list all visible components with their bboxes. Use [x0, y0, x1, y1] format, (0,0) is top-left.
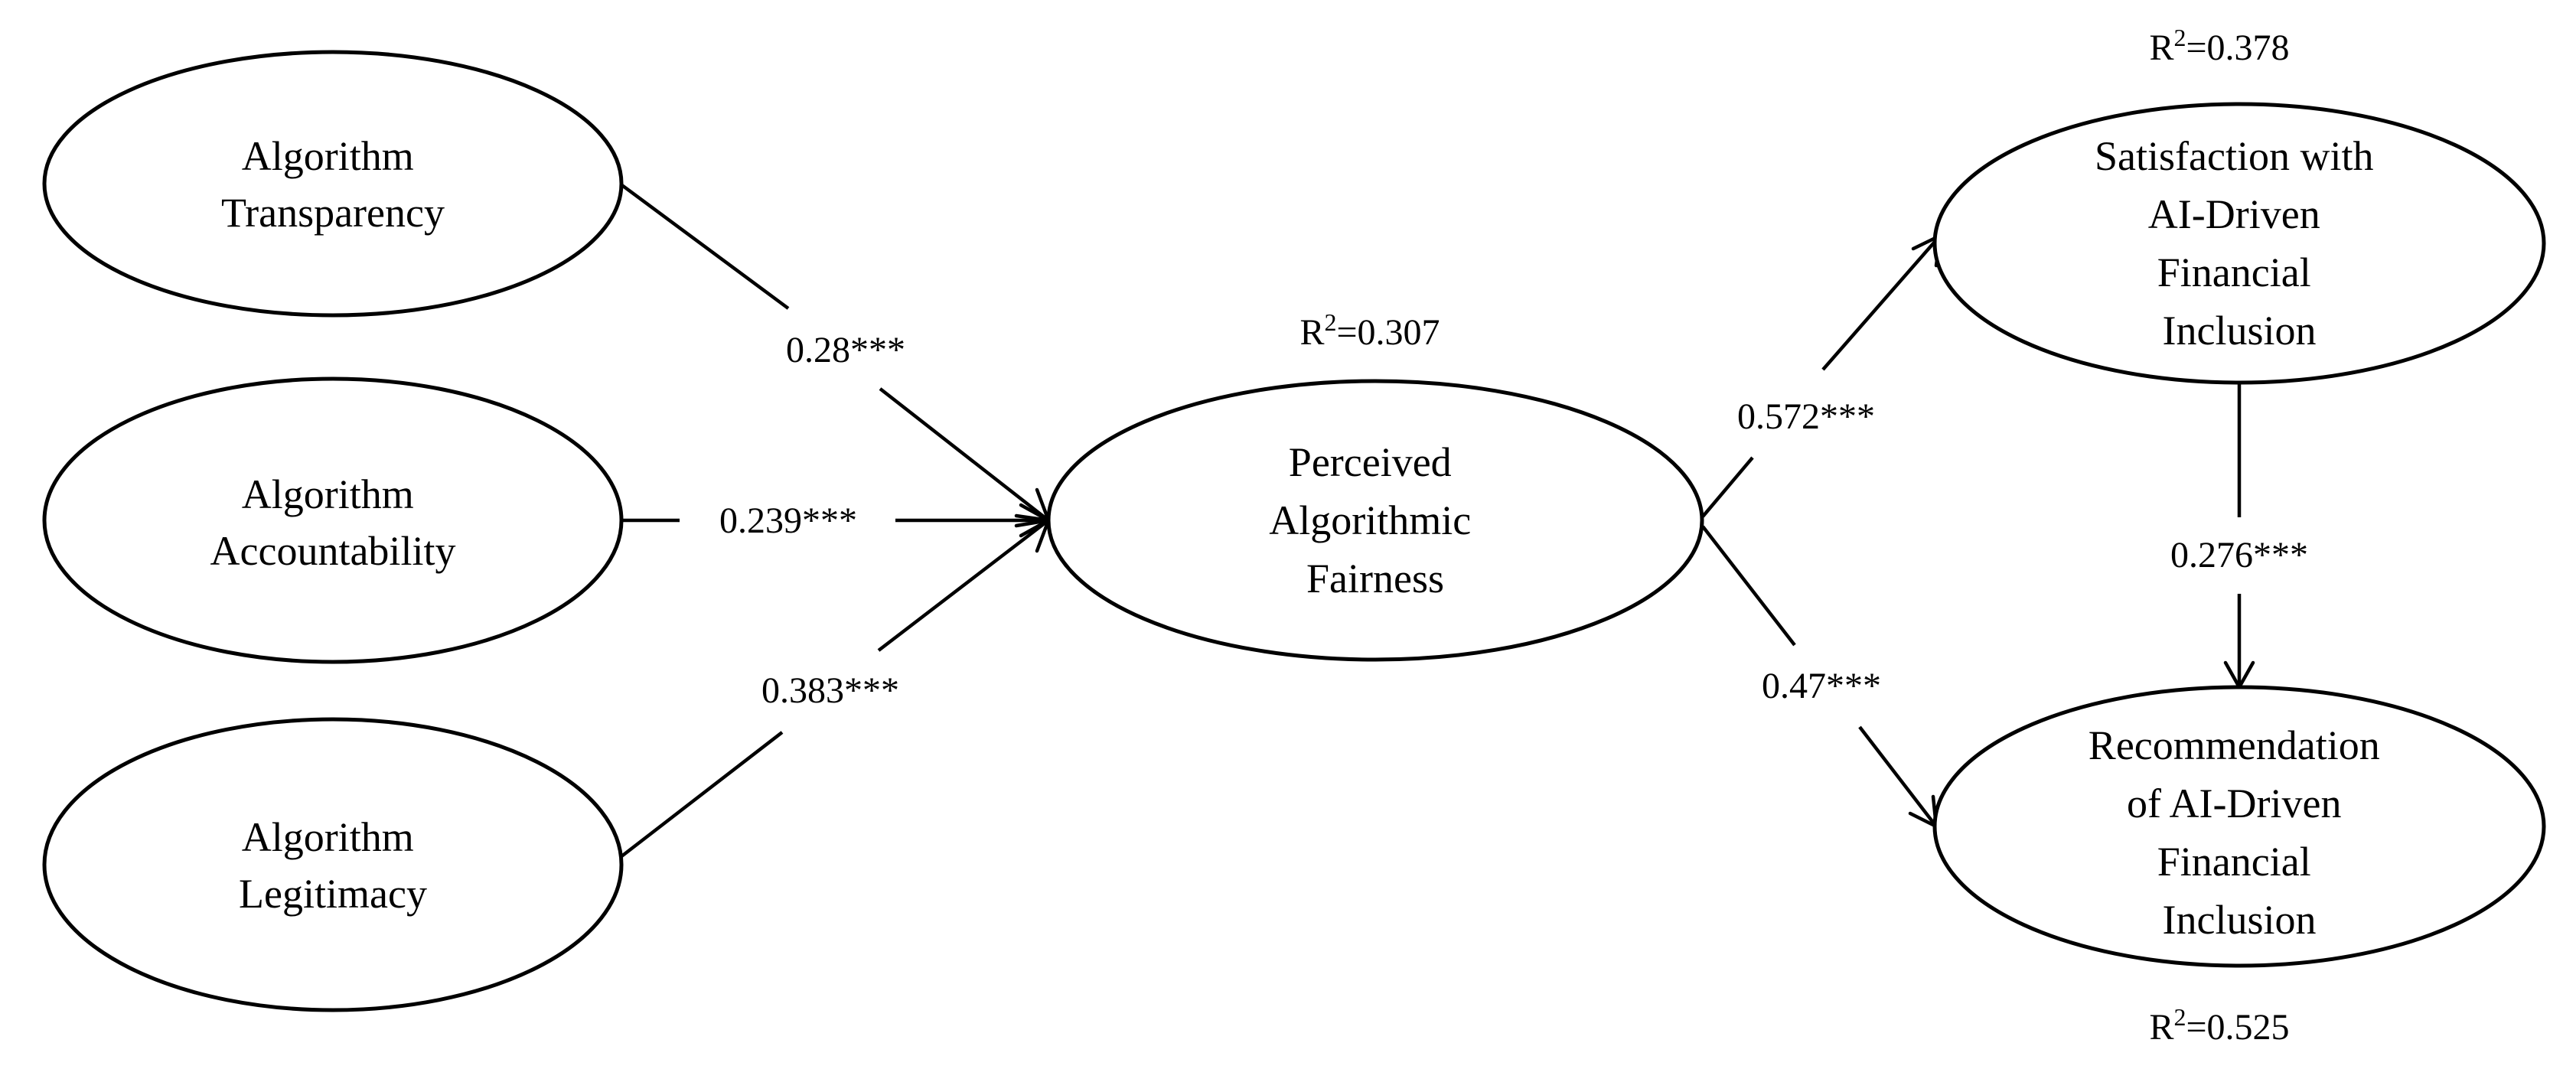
svg-text:Algorithm Transparency: Algorithm Transparency [221, 133, 445, 236]
edge-fairness-recommendation-a [1701, 525, 1796, 647]
node-perceived-algorithmic-fairness: Perceived Algorithmic Fairness [1046, 379, 1704, 662]
node-label-line: Inclusion [2163, 897, 2317, 943]
node-label-line: Accountability [210, 528, 456, 574]
node-label-line: Fairness [1306, 556, 1444, 601]
node-satisfaction: Satisfaction with AI-Driven Financial In… [1932, 102, 2546, 385]
edge-fairness-recommendation-b [1858, 725, 1938, 828]
node-label-line: Financial [2157, 839, 2311, 885]
coef-accountability-fairness: 0.239*** [719, 500, 857, 541]
node-label-line: Transparency [221, 190, 445, 236]
edge-transparency-fairness-b [879, 387, 1050, 522]
node-label-line: Algorithmic [1269, 497, 1471, 543]
node-label-line: Inclusion [2163, 308, 2317, 354]
svg-text:Algorithm Legitimacy: Algorithm Legitimacy [239, 814, 427, 917]
node-recommendation: Recommendation of AI-Driven Financial In… [1932, 685, 2546, 968]
r2-fairness: R2=0.307 [1299, 308, 1440, 353]
node-label-line: Legitimacy [239, 871, 427, 917]
r2-recommendation: R2=0.525 [2149, 1003, 2289, 1048]
coef-fairness-recommendation: 0.47*** [1762, 666, 1881, 706]
svg-text:Recommendation of AI-Dri: Recommendation of AI-Driven Financial In… [2089, 722, 2390, 943]
edge-fairness-satisfaction-a [1701, 456, 1754, 518]
node-label-line: Financial [2157, 249, 2311, 295]
node-label-line: Perceived [1289, 439, 1452, 485]
coef-fairness-satisfaction: 0.572*** [1737, 396, 1875, 437]
edge-fairness-satisfaction-b [1821, 234, 1942, 371]
node-label-line: Satisfaction with [2095, 133, 2373, 179]
node-label-line: Algorithm [242, 471, 414, 517]
node-algorithm-accountability: Algorithm Accountability [42, 376, 624, 664]
node-algorithm-transparency: Algorithm Transparency [42, 50, 624, 318]
coef-transparency-fairness: 0.28*** [786, 330, 905, 370]
svg-text:Algorithm Accountability: Algorithm Accountability [210, 471, 456, 574]
node-label-line: of AI-Driven [2127, 781, 2341, 826]
edge-legitimacy-fairness-a [609, 731, 784, 866]
edge-legitimacy-fairness-b [877, 519, 1050, 652]
node-label-line: Recommendation [2089, 722, 2380, 768]
node-label-line: AI-Driven [2148, 191, 2320, 237]
coef-legitimacy-fairness: 0.383*** [761, 670, 899, 711]
coef-satisfaction-recommendation: 0.276*** [2170, 535, 2308, 575]
node-algorithm-legitimacy: Algorithm Legitimacy [42, 717, 624, 1012]
node-label-line: Algorithm [242, 133, 414, 179]
edge-transparency-fairness-a [618, 182, 790, 310]
svg-text:Perceived Algorithmic: Perceived Algorithmic Fairness [1269, 439, 1481, 601]
svg-text:Satisfaction with AI-Dri: Satisfaction with AI-Driven Financial In… [2095, 133, 2384, 354]
node-label-line: Algorithm [242, 814, 414, 860]
r2-satisfaction: R2=0.378 [2149, 24, 2289, 68]
